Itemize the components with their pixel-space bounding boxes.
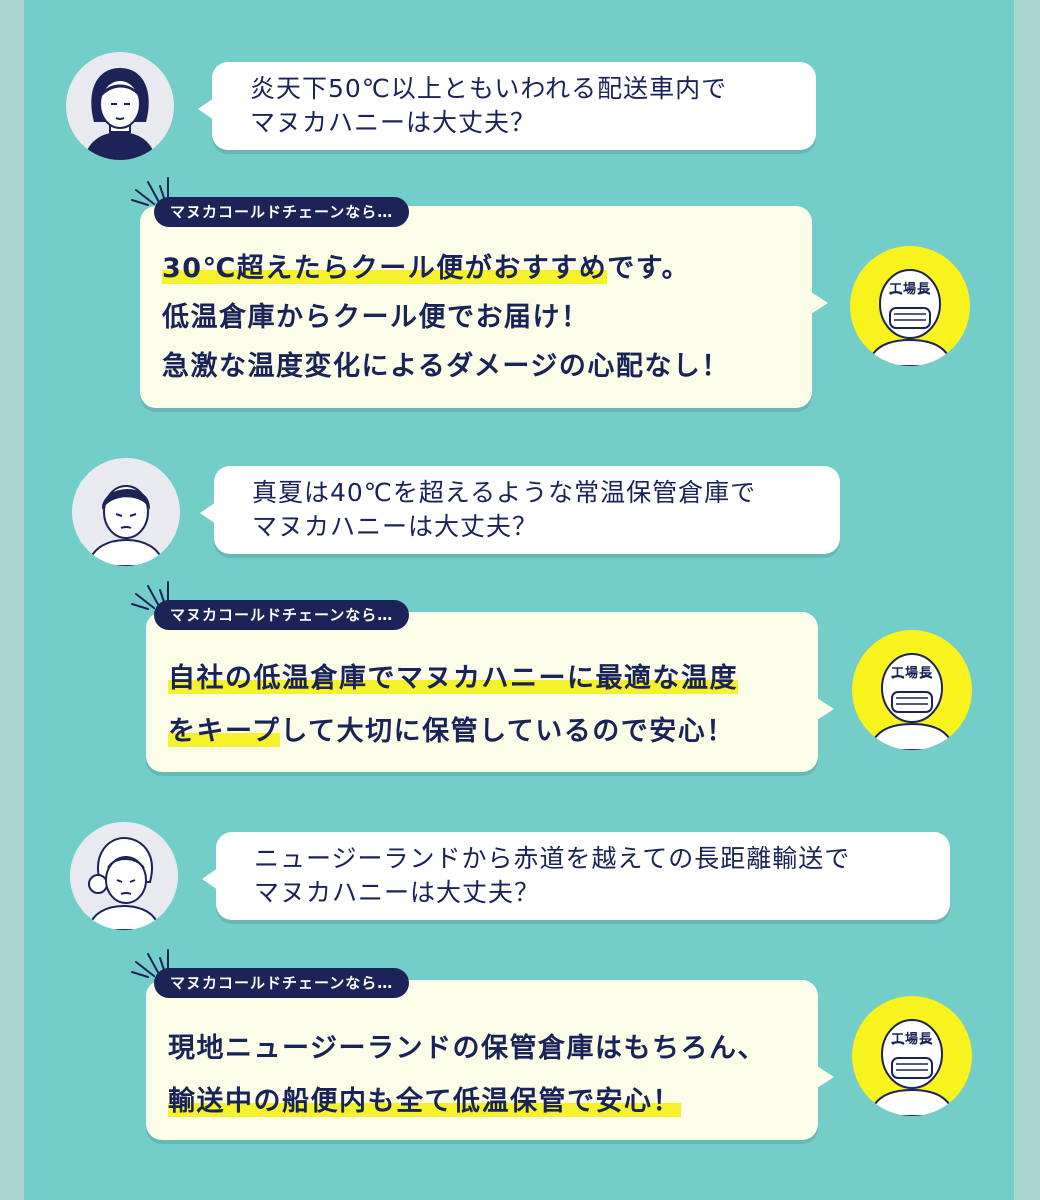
factory-manager-avatar-icon: 工場長 <box>850 246 970 366</box>
answer-line: 低温倉庫からクール便でお届け！ <box>162 295 730 334</box>
answer-bubble: 現地ニュージーランドの保管倉庫はもちろん、 輸送中の船便内も全て低温保管で安心！ <box>146 980 834 1140</box>
question-bubble: ニュージーランドから赤道を越えての長距離輸送で マヌカハニーは大丈夫？ <box>202 832 950 920</box>
factory-manager-avatar-icon: 工場長 <box>852 996 972 1116</box>
worker-tag: 工場長 <box>888 282 931 297</box>
answer-rest: です。 <box>607 253 691 284</box>
worker-tag: 工場長 <box>890 666 933 681</box>
answer-highlight: 輸送中の船便内も全て低温保管で安心！ <box>168 1086 681 1117</box>
answer-line: 30℃超えたらクール便がおすすめです。 <box>162 246 730 285</box>
left-border-strip <box>0 0 24 1200</box>
cold-chain-label: マヌカコールドチェーンなら… <box>154 600 410 630</box>
answer-highlight: をキープ <box>168 716 281 747</box>
man-avatar-icon <box>72 458 180 566</box>
question-bubble: 炎天下50℃以上ともいわれる配送車内で マヌカハニーは大丈夫？ <box>198 62 816 150</box>
elderly-woman-avatar-icon <box>70 822 178 930</box>
answer-line: 急激な温度変化によるダメージの心配なし！ <box>162 344 730 383</box>
woman-avatar-icon <box>66 52 174 160</box>
question-text: 真夏は40℃を超えるような常温保管倉庫で マヌカハニーは大丈夫？ <box>252 478 757 541</box>
answer-line: 現地ニュージーランドの保管倉庫はもちろん、 <box>168 1026 766 1065</box>
qa-panel: 炎天下50℃以上ともいわれる配送車内で マヌカハニーは大丈夫？ 30℃超えたらク… <box>24 0 1014 1200</box>
cold-chain-label: マヌカコールドチェーンなら… <box>154 197 410 227</box>
answer-highlight: 30℃超えたらクール便がおすすめ <box>162 253 608 284</box>
answer-line: 自社の低温倉庫でマヌカハニーに最適な温度 <box>168 656 738 695</box>
answer-rest: 低温倉庫からクール便でお届け！ <box>162 302 590 333</box>
cold-chain-label: マヌカコールドチェーンなら… <box>154 968 410 998</box>
answer-bubble: 自社の低温倉庫でマヌカハニーに最適な温度 をキープして大切に保管しているので安心… <box>146 612 834 772</box>
question-text: 炎天下50℃以上ともいわれる配送車内で マヌカハニーは大丈夫？ <box>250 74 728 137</box>
factory-manager-avatar-icon: 工場長 <box>852 630 972 750</box>
question-bubble: 真夏は40℃を超えるような常温保管倉庫で マヌカハニーは大丈夫？ <box>200 466 840 554</box>
worker-tag: 工場長 <box>890 1032 933 1047</box>
answer-highlight: 自社の低温倉庫でマヌカハニーに最適な温度 <box>168 663 738 694</box>
answer-bubble: 30℃超えたらクール便がおすすめです。 低温倉庫からクール便でお届け！ 急激な温… <box>140 206 828 408</box>
answer-rest: 急激な温度変化によるダメージの心配なし！ <box>162 351 730 382</box>
answer-rest: して大切に保管しているので安心！ <box>280 716 735 747</box>
answer-line: 輸送中の船便内も全て低温保管で安心！ <box>168 1079 766 1118</box>
answer-line: をキープして大切に保管しているので安心！ <box>168 709 738 748</box>
right-border-strip <box>1014 0 1040 1200</box>
answer-rest: 現地ニュージーランドの保管倉庫はもちろん、 <box>168 1033 766 1064</box>
question-text: ニュージーランドから赤道を越えての長距離輸送で マヌカハニーは大丈夫？ <box>254 844 851 907</box>
